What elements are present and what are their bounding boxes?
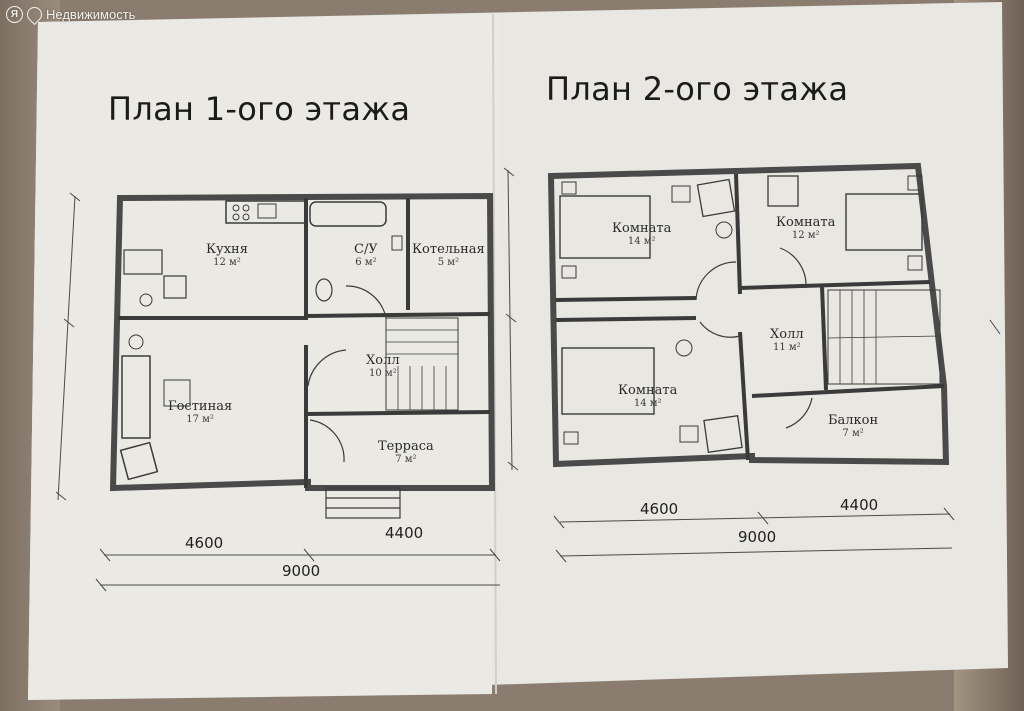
yandex-logo-icon: Я [6,6,23,23]
room-area: 14 м² [627,236,656,248]
room-area: 17 м² [186,414,214,426]
room-area: 11 м² [772,342,801,354]
room-area: 5 м² [437,257,460,269]
room-name: Терраса [378,439,434,454]
room-name: С/У [354,242,378,257]
room-area: 12 м² [791,230,820,242]
room-label-kitchen: Кухня 12 м² [206,242,248,269]
floor1-dim-right: 4400 [385,524,424,542]
room-name: Балкон [828,413,879,428]
room-name: Комната [618,383,678,398]
room-label-bedroom-b: Комната 12 м² [776,215,836,242]
room-label-bathroom: С/У 6 м² [354,242,378,269]
room-label-living: Гостиная 17 м² [168,399,233,426]
room-label-hall2: Холл 11 м² [770,327,804,354]
floor2-title: План 2-ого этажа [546,70,849,108]
room-area: 6 м² [355,257,377,269]
room-name: Холл [770,327,804,342]
room-area: 14 м² [633,398,662,410]
room-name: Комната [612,221,672,236]
watermark-text: Недвижимость [46,7,136,22]
floor1-title: План 1-ого этажа [108,90,411,128]
room-name: Котельная [412,242,485,257]
room-label-bedroom-c: Комната 14 м² [618,383,678,410]
watermark-logo: Я Недвижимость [6,3,136,26]
room-label-boiler: Котельная 5 м² [412,242,485,269]
floor1-dim-left: 4600 [185,534,224,552]
room-area: 7 м² [842,428,864,440]
room-label-bedroom-a: Комната 14 м² [612,221,672,248]
room-name: Кухня [206,242,248,257]
room-area: 12 м² [213,257,241,269]
floor1-dim-total: 9000 [282,562,321,580]
room-name: Гостиная [168,399,233,414]
floor2-dim-right: 4400 [840,496,879,514]
room-area: 10 м² [368,368,397,380]
floor2-dim-total: 9000 [738,528,777,546]
room-area: 7 м² [395,454,417,466]
floor2-dim-left: 4600 [640,500,679,518]
room-label-hall1: Холл 10 м² [366,353,400,380]
room-label-terrace: Терраса 7 м² [378,439,434,466]
room-name: Комната [776,215,836,230]
room-label-balcony: Балкон 7 м² [828,413,879,440]
room-name: Холл [366,353,400,368]
